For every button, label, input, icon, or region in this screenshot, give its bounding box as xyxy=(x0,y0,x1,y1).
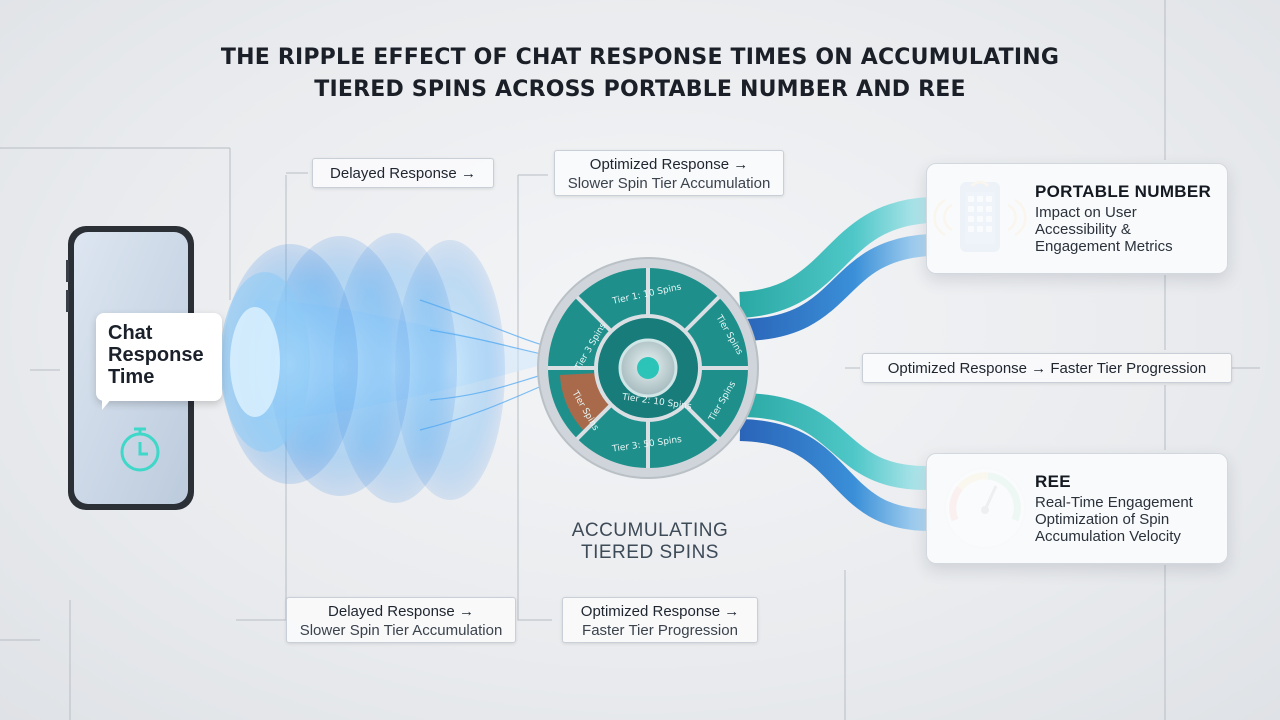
label-bottom-delayed-line-2: Slower Spin Tier Accumulation xyxy=(299,622,503,639)
wheel-caption-line-1: ACCUMULATING xyxy=(571,520,729,541)
portable-number-panel: PORTABLE NUMBER Impact on User Accessibi… xyxy=(926,163,1228,274)
stopwatch-icon xyxy=(120,427,160,472)
wheel-caption: ACCUMULATING TIERED SPINS xyxy=(540,520,760,564)
chat-response-time-bubble: Chat Response Time xyxy=(96,313,222,401)
ree-text: Real-Time Engagement Optimization of Spi… xyxy=(1035,494,1193,545)
label-top-delayed-text: Delayed Response → xyxy=(330,165,476,182)
label-top-optimized-line-2: Slower Spin Tier Accumulation xyxy=(567,175,771,192)
label-bottom-optimized-line-1: Optimized Response → xyxy=(580,603,740,620)
ree-title: REE xyxy=(1035,472,1071,491)
tier-spin-wheel xyxy=(537,257,759,479)
bubble-line-3: Time xyxy=(108,366,155,388)
label-middle-right: Optimized Response → Faster Tier Progres… xyxy=(862,353,1232,383)
wheel-caption-line-2: TIERED SPINS xyxy=(581,542,719,563)
label-top-optimized: Optimized Response → Slower Spin Tier Ac… xyxy=(554,150,784,196)
label-top-delayed: Delayed Response → xyxy=(312,158,494,188)
bubble-line-1: Chat xyxy=(108,322,153,344)
bubble-line-2: Response xyxy=(108,344,204,366)
label-bottom-delayed-line-1: Delayed Response → xyxy=(328,603,474,620)
flow-bands xyxy=(738,197,932,531)
label-bottom-optimized-line-2: Faster Tier Progression xyxy=(582,622,738,639)
label-bottom-optimized: Optimized Response → Faster Tier Progres… xyxy=(562,597,758,643)
title-line-2: TIERED SPINS ACROSS PORTABLE NUMBER AND … xyxy=(314,77,966,102)
portable-number-title: PORTABLE NUMBER xyxy=(1035,182,1212,201)
label-top-optimized-line-1: Optimized Response → xyxy=(589,156,749,173)
diagram-title: THE RIPPLE EFFECT OF CHAT RESPONSE TIMES… xyxy=(0,42,1280,106)
portable-number-text: Impact on User Accessibility & Engagemen… xyxy=(1035,204,1173,255)
ripple-waves xyxy=(220,233,561,503)
chat-bubble-tail xyxy=(102,398,116,410)
label-middle-right-text: Optimized Response → Faster Tier Progres… xyxy=(887,360,1207,377)
ree-panel: REE Real-Time Engagement Optimization of… xyxy=(926,453,1228,564)
title-line-1: THE RIPPLE EFFECT OF CHAT RESPONSE TIMES… xyxy=(220,45,1060,70)
label-bottom-delayed: Delayed Response → Slower Spin Tier Accu… xyxy=(286,597,516,643)
